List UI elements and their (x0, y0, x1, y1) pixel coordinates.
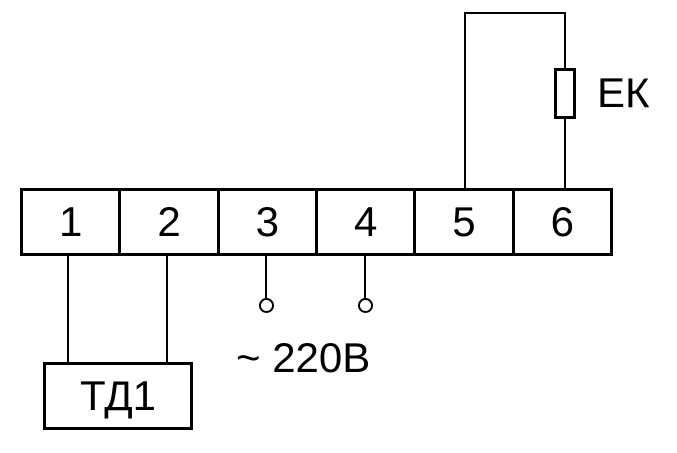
wire-top-horizontal (464, 12, 566, 14)
terminal-3: 3 (216, 191, 315, 253)
terminal-4: 4 (314, 191, 413, 253)
terminal-6: 6 (511, 191, 610, 253)
heater-resistor-symbol (554, 68, 576, 119)
device-td1-box: ТД1 (43, 362, 193, 430)
heater-label: ЕК (597, 69, 650, 116)
mains-contact-circle-right (358, 298, 373, 313)
wire-terminal5-up (464, 12, 466, 188)
wire-terminal2-td1 (166, 254, 168, 364)
terminal-2: 2 (118, 191, 216, 253)
device-td1-label: ТД1 (79, 372, 157, 419)
terminal-1: 1 (23, 191, 118, 253)
wire-ek-top (564, 12, 566, 70)
terminal-5-label: 5 (452, 198, 476, 245)
wire-terminal4-mains (364, 254, 366, 298)
power-voltage-label: ~ 220В (236, 334, 371, 381)
wire-ek-bottom (564, 117, 566, 188)
terminal-4-label: 4 (353, 198, 378, 245)
terminal-3-label: 3 (255, 198, 279, 245)
terminal-5: 5 (413, 191, 511, 253)
wire-terminal3-mains (265, 254, 267, 298)
terminal-1-label: 1 (58, 198, 83, 245)
terminal-strip: 1 2 3 4 5 6 (20, 188, 613, 256)
terminal-2-label: 2 (157, 198, 181, 245)
terminal-6-label: 6 (550, 198, 574, 245)
mains-contact-circle-left (259, 298, 274, 313)
wire-terminal1-td1 (67, 254, 69, 364)
